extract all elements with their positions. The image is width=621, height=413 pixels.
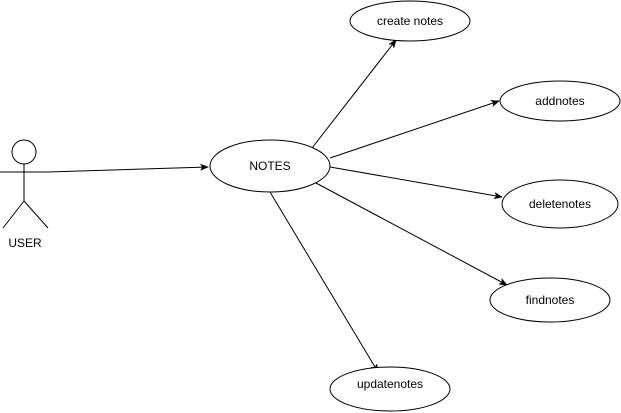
edge-notes-to-create[interactable] bbox=[311, 40, 396, 149]
use-case-findnotes-label: findnotes bbox=[526, 293, 575, 307]
use-case-create-notes[interactable]: create notes bbox=[349, 0, 471, 42]
use-case-updatenotes[interactable]: updatenotes bbox=[329, 366, 451, 412]
use-case-notes-shape bbox=[209, 139, 331, 193]
use-case-deletenotes-label: deletenotes bbox=[529, 197, 591, 211]
use-case-addnotes[interactable]: addnotes bbox=[499, 80, 621, 122]
use-case-addnotes-shape bbox=[499, 80, 621, 122]
use-case-findnotes[interactable]: findnotes bbox=[489, 277, 611, 323]
actor-user[interactable]: USER bbox=[0, 139, 49, 250]
edge-notes-to-delete[interactable] bbox=[329, 166, 502, 197]
use-case-deletenotes-shape bbox=[501, 179, 619, 229]
use-case-create-notes-shape bbox=[349, 0, 471, 42]
edge-notes-to-add[interactable] bbox=[329, 101, 499, 159]
use-case-create-notes-label: create notes bbox=[377, 14, 443, 28]
edge-user-to-notes[interactable] bbox=[47, 167, 208, 173]
edge-notes-to-update[interactable] bbox=[269, 191, 378, 372]
use-case-addnotes-label: addnotes bbox=[535, 94, 584, 108]
use-case-updatenotes-shape bbox=[329, 366, 451, 412]
actor-right-leg bbox=[23, 200, 49, 229]
actor-label: USER bbox=[8, 236, 42, 250]
use-case-findnotes-shape bbox=[489, 277, 611, 323]
use-case-updatenotes-label: updatenotes bbox=[357, 377, 423, 391]
actor-head bbox=[11, 139, 37, 165]
use-case-notes-label: NOTES bbox=[249, 159, 290, 173]
use-case-deletenotes[interactable]: deletenotes bbox=[501, 179, 619, 229]
edge-notes-to-find[interactable] bbox=[315, 182, 507, 285]
actor-left-leg bbox=[2, 200, 25, 229]
use-case-notes[interactable]: NOTES bbox=[209, 139, 331, 193]
